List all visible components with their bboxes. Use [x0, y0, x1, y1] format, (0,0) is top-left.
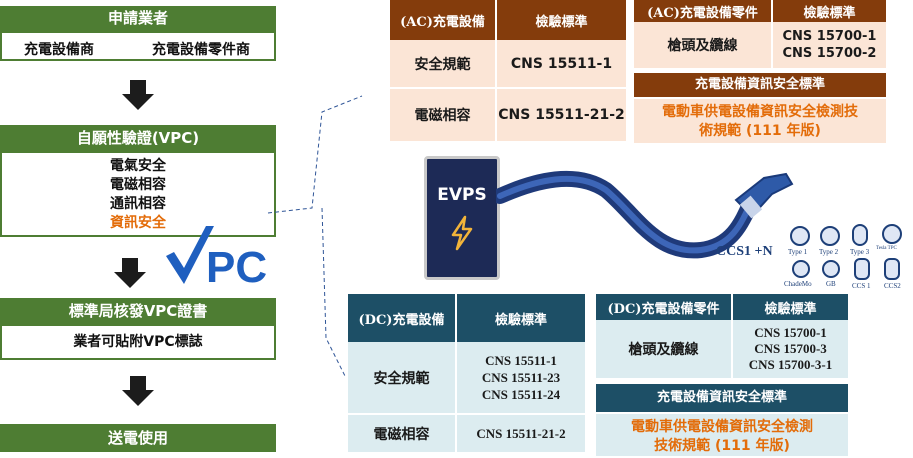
connector-type3-label: Type 3: [850, 248, 870, 256]
connector-chademo-label: ChadeMo: [784, 280, 812, 288]
connector-label: CCS1 +N: [716, 244, 773, 259]
vpc-items-box: 電氣安全 電磁相容 通訊相容 資訊安全: [0, 151, 276, 237]
connector-gb-label: GB: [826, 280, 836, 288]
dc-row-item: 電磁相容: [348, 414, 457, 452]
ccs1-connector-icon: [854, 258, 870, 280]
dc-infosec-body: 電動車供電設備資訊安全檢測技術規範 (111 年版): [596, 414, 848, 456]
connector-type2-label: Type 2: [819, 248, 839, 256]
dc-parts-head-standard: 檢驗標準: [732, 294, 848, 320]
chademo-connector-icon: [792, 260, 810, 278]
dc-parts-std: CNS 15700-1 CNS 15700-3 CNS 15700-3-1: [732, 320, 848, 378]
ac-infosec-body: 電動車供電設備資訊安全檢測技術規範 (111 年版): [634, 99, 886, 143]
ac-infosec-title: 充電設備資訊安全標準: [634, 73, 886, 97]
ac-row-item: 電磁相容: [390, 88, 497, 141]
dc-row-std: CNS 15511-1 CNS 15511-23 CNS 15511-24: [456, 342, 585, 415]
ac-row-item: 安全規範: [390, 40, 497, 89]
ac-standards-table: (AC)充電設備 檢驗標準 安全規範 CNS 15511-1 電磁相容 CNS …: [390, 0, 626, 141]
ac-row-std: CNS 15511-21-2: [496, 88, 626, 141]
ac-parts-table: (AC)充電設備零件 檢驗標準 槍頭及纜線 CNS 15700-1 CNS 15…: [634, 0, 886, 68]
applicant-box: 充電設備商 充電設備零件商: [0, 31, 276, 61]
charging-cable-icon: [496, 170, 794, 259]
tesla-connector-icon: [882, 224, 902, 244]
gb-connector-icon: [822, 260, 840, 278]
vpc-item-comm: 通訊相容: [110, 196, 166, 212]
dc-row-item: 安全規範: [348, 342, 457, 415]
dc-parts-table: (DC)充電設備零件 檢驗標準 槍頭及纜線 CNS 15700-1 CNS 15…: [596, 294, 848, 378]
connector-ccs1-label: CCS 1: [852, 282, 871, 290]
dc-std-1: CNS 15511-1: [485, 353, 557, 368]
dc-std-3: CNS 15511-24: [481, 387, 561, 402]
dc-parts-item: 槍頭及纜線: [596, 320, 733, 378]
bsmi-sub-box: 業者可貼附VPC標誌: [0, 324, 276, 360]
vpc-item-electrical: 電氣安全: [110, 158, 166, 174]
dc-standards-table: (DC)充電設備 檢驗標準 安全規範 CNS 15511-1 CNS 15511…: [348, 294, 585, 452]
connector-tesla-label: Tesla TPC: [876, 246, 897, 251]
delivery-box: 送電使用: [0, 424, 276, 452]
ac-parts-std2: CNS 15700-2: [782, 46, 877, 61]
type1-connector-icon: [790, 226, 810, 246]
connector-ccs2-label: CCS2: [884, 282, 901, 290]
ac-parts-std: CNS 15700-1 CNS 15700-2: [772, 22, 886, 68]
vpc-item-infosec: 資訊安全: [110, 215, 166, 231]
dc-infosec-title: 充電設備資訊安全標準: [596, 384, 848, 412]
dc-row-std: CNS 15511-21-2: [456, 414, 585, 452]
evps-label: EVPS: [437, 185, 487, 205]
vpc-title: 自願性驗證(VPC): [0, 125, 276, 151]
dc-std-2: CNS 15511-23: [481, 370, 561, 385]
connector-types: Type 1 Type 2 Type 3 Tesla TPC ChadeMo G…: [784, 222, 910, 292]
type2-connector-icon: [820, 226, 840, 246]
dc-parts-std2: CNS 15700-3: [754, 341, 827, 356]
dc-parts-std1: CNS 15700-1: [754, 325, 827, 340]
ac-parts-head-part: (AC)充電設備零件: [634, 0, 773, 22]
ac-head-equipment: (AC)充電設備: [390, 0, 497, 40]
ac-parts-item: 槍頭及纜線: [634, 22, 773, 68]
dc-head-standard: 檢驗標準: [456, 294, 585, 342]
vpc-item-emc: 電磁相容: [110, 177, 166, 193]
bsmi-title: 標準局核發VPC證書: [0, 298, 276, 324]
ccs2-connector-icon: [884, 258, 900, 280]
ac-row-std: CNS 15511-1: [496, 40, 626, 89]
applicant-charger-maker: 充電設備商: [24, 42, 94, 58]
lightning-icon: [427, 215, 497, 255]
dc-head-equipment: (DC)充電設備: [348, 294, 457, 342]
type3-connector-icon: [852, 224, 868, 246]
svg-text:PC: PC: [206, 243, 267, 292]
ac-parts-head-standard: 檢驗標準: [772, 0, 886, 22]
connector-type1-label: Type 1: [788, 248, 808, 256]
dc-parts-head-part: (DC)充電設備零件: [596, 294, 733, 320]
vpc-logo: PC: [162, 222, 274, 292]
applicant-title: 申請業者: [0, 6, 276, 31]
dc-parts-std3: CNS 15700-3-1: [748, 357, 833, 372]
evps-unit: EVPS: [424, 156, 500, 280]
ac-head-standard: 檢驗標準: [496, 0, 626, 40]
applicant-parts-maker: 充電設備零件商: [152, 42, 250, 58]
ac-parts-std1: CNS 15700-1: [782, 29, 877, 44]
